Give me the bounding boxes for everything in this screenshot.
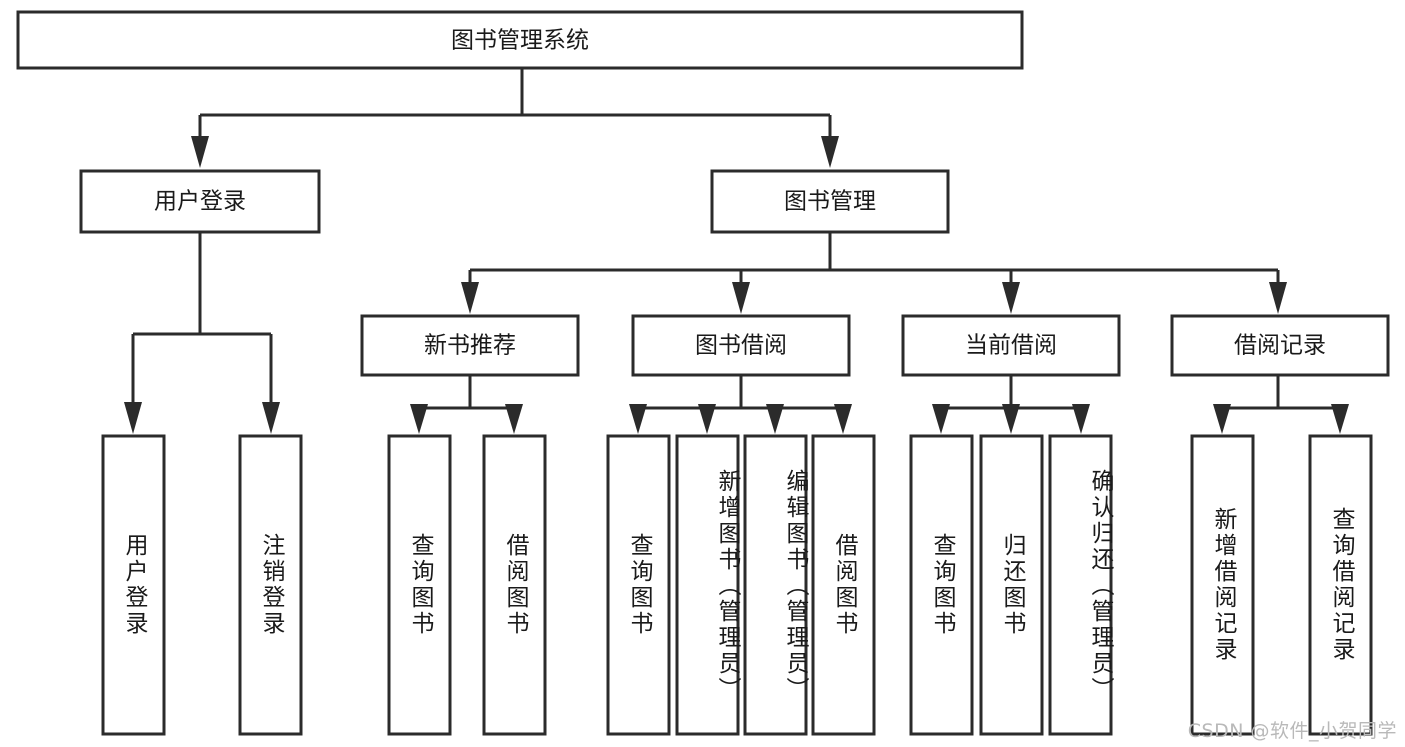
node-root-label: 图书管理系统: [451, 28, 589, 54]
node-new-book-recommend-label: 新书推荐: [424, 333, 516, 359]
node-leaf-query-record-box[interactable]: [1308, 434, 1373, 736]
node-book-manage-label: 图书管理: [784, 189, 876, 215]
connector-group-user-login: [124, 232, 280, 434]
arrow-head-leaf-edit-book: [766, 404, 784, 434]
node-leaf-borrow-book-2-box[interactable]: [811, 434, 876, 736]
node-current-borrow-box[interactable]: [901, 314, 1121, 377]
arrow-head-new-book-recommend: [461, 282, 479, 314]
node-leaf-query-book-2-box[interactable]: [606, 434, 671, 736]
arrow-head-leaf-add-book: [698, 404, 716, 434]
connector-group-current-borrow: [932, 375, 1090, 434]
node-book-borrow-box[interactable]: [631, 314, 851, 377]
watermark-text: CSDN @软件_小贺同学: [1187, 720, 1397, 742]
node-book-manage-box[interactable]: [710, 169, 950, 234]
node-leaf-user-logout-box[interactable]: [238, 434, 303, 736]
node-leaf-edit-book-box[interactable]: [743, 434, 808, 736]
node-leaf-add-record-box[interactable]: [1190, 434, 1255, 736]
node-new-book-recommend[interactable]: 新书推荐: [360, 314, 580, 377]
node-leaf-confirm-return-box[interactable]: [1048, 434, 1113, 736]
node-root[interactable]: 图书管理系统: [16, 10, 1024, 70]
arrow-head-leaf-borrow-book-2: [834, 404, 852, 434]
arrow-head-leaf-add-record: [1213, 404, 1231, 434]
arrow-head-leaf-confirm-return: [1072, 404, 1090, 434]
node-leaf-borrow-book-1-box[interactable]: [482, 434, 547, 736]
node-new-book-recommend-box[interactable]: [360, 314, 580, 377]
node-borrow-record[interactable]: 借阅记录: [1170, 314, 1390, 377]
node-user-login-box[interactable]: [79, 169, 321, 234]
arrow-head-leaf-query-book-1: [410, 404, 428, 434]
node-book-borrow-label: 图书借阅: [695, 333, 787, 359]
arrow-head-user-login: [191, 136, 209, 168]
node-leaf-add-book-box[interactable]: [675, 434, 740, 736]
arrow-head-leaf-user-logout: [262, 402, 280, 434]
node-root-box[interactable]: [16, 10, 1024, 70]
node-leaf-return-book-box[interactable]: [979, 434, 1044, 736]
leaf-boxes: [101, 434, 1373, 736]
connector-group-borrow-record: [1213, 375, 1349, 434]
arrow-head-leaf-query-book-2: [629, 404, 647, 434]
arrow-head-leaf-return-book: [1002, 404, 1020, 434]
node-book-manage[interactable]: 图书管理: [710, 169, 950, 234]
connector-group-book-borrow: [629, 375, 852, 434]
connector-group-book-manage: [461, 232, 1287, 314]
arrow-head-book-borrow: [732, 282, 750, 314]
arrow-head-book-manage: [821, 136, 839, 168]
node-current-borrow-label: 当前借阅: [965, 333, 1057, 359]
connector-group-new-book-recommend: [410, 375, 523, 434]
node-user-login-label: 用户登录: [154, 189, 246, 215]
arrow-head-leaf-borrow-book-1: [505, 404, 523, 434]
node-current-borrow[interactable]: 当前借阅: [901, 314, 1121, 377]
arrow-head-leaf-query-record: [1331, 404, 1349, 434]
node-borrow-record-label: 借阅记录: [1234, 333, 1326, 359]
arrow-head-leaf-user-login: [124, 402, 142, 434]
arrow-head-borrow-record: [1269, 282, 1287, 314]
arrow-head-leaf-query-book-3: [932, 404, 950, 434]
node-user-login[interactable]: 用户登录: [79, 169, 321, 234]
connector-group-root: [191, 68, 839, 168]
node-leaf-query-book-3-box[interactable]: [909, 434, 974, 736]
arrow-head-current-borrow: [1002, 282, 1020, 314]
node-book-borrow[interactable]: 图书借阅: [631, 314, 851, 377]
node-borrow-record-box[interactable]: [1170, 314, 1390, 377]
node-leaf-query-book-1-box[interactable]: [387, 434, 452, 736]
node-leaf-user-login-box[interactable]: [101, 434, 166, 736]
